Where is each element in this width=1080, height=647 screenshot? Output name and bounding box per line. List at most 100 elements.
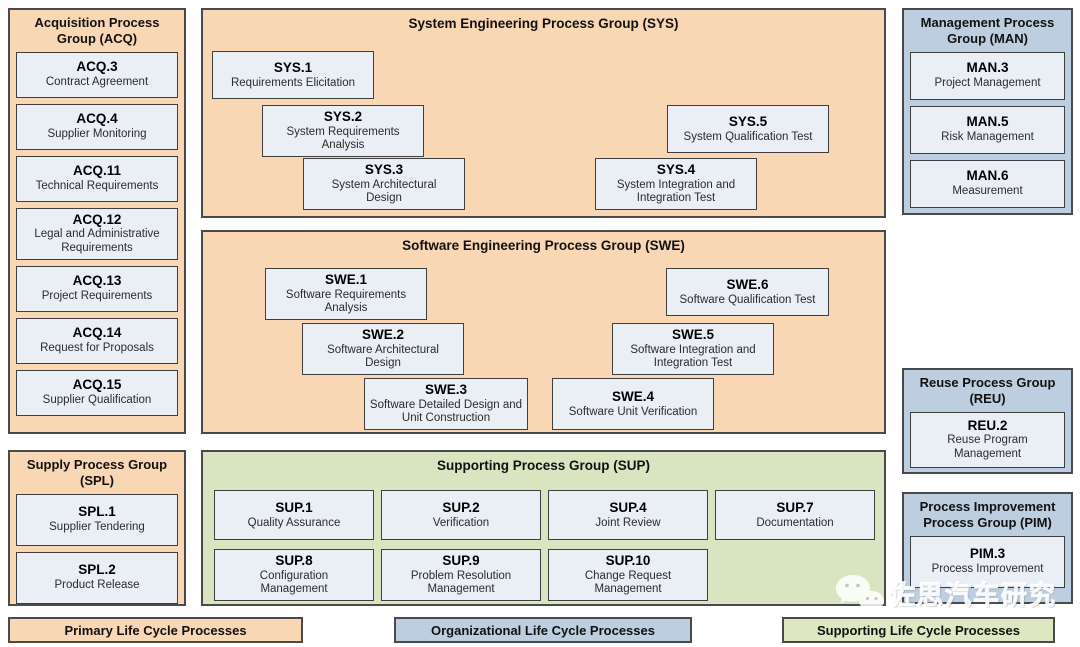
process-label: Software Detailed Design and Unit Constr…	[369, 398, 523, 425]
process-label: Requirements Elicitation	[230, 76, 355, 89]
process-code: MAN.3	[966, 60, 1009, 76]
process-box-acq13: ACQ.13 Project Requirements	[16, 265, 178, 312]
process-label: Software Integration and Integration Tes…	[630, 343, 756, 370]
process-code: SUP.7	[776, 499, 814, 515]
process-code: SPL.2	[78, 562, 116, 578]
group-title-swe: Software Engineering Process Group (SWE)	[402, 238, 685, 253]
process-box-acq12: ACQ.12 Legal and Administrative Requirem…	[16, 207, 178, 260]
process-box-swe5: SWE.5 Software Integration and Integrati…	[612, 323, 774, 375]
process-label: Software Qualification Test	[679, 293, 816, 306]
process-label: Product Release	[54, 579, 140, 592]
process-code: SUP.1	[275, 499, 313, 515]
process-code: REU.2	[967, 417, 1008, 433]
process-label: Documentation	[756, 516, 834, 529]
process-label: System Integration and Integration Test	[616, 178, 736, 205]
process-box-sup2: SUP.2 Verification	[381, 490, 541, 540]
process-box-acq3: ACQ.3 Contract Agreement	[16, 51, 178, 98]
process-box-man5: MAN.5 Risk Management	[910, 105, 1065, 154]
process-box-spl2: SPL.2 Product Release	[16, 551, 178, 604]
process-label: System Architectural Design	[331, 178, 437, 205]
panel-supporting-group: Supporting Process Group (SUP) SUP.1 Qua…	[201, 450, 886, 606]
process-code: SWE.4	[611, 388, 654, 404]
process-box-sys3: SYS.3 System Architectural Design	[303, 158, 465, 210]
process-box-acq14: ACQ.14 Request for Proposals	[16, 317, 178, 364]
process-label: System Qualification Test	[683, 130, 813, 143]
process-label: Technical Requirements	[35, 180, 159, 193]
process-label: Verification	[432, 516, 490, 529]
process-box-man3: MAN.3 Project Management	[910, 51, 1065, 100]
legend-supporting-life-cycle: Supporting Life Cycle Processes	[782, 617, 1055, 643]
process-code: SWE.1	[324, 272, 367, 287]
process-code: SYS.1	[273, 59, 313, 75]
process-label: Legal and Administrative Requirements	[34, 228, 160, 254]
spl-box-stack: SPL.1 Supplier Tendering SPL.2 Product R…	[10, 492, 184, 610]
process-box-swe3: SWE.3 Software Detailed Design and Unit …	[364, 378, 528, 430]
group-title-reu: Reuse Process Group (REU)	[919, 375, 1056, 407]
legend-label: Organizational Life Cycle Processes	[431, 622, 655, 638]
process-label: Software Architectural Design	[327, 343, 439, 370]
process-box-swe2: SWE.2 Software Architectural Design	[302, 323, 464, 375]
process-code: SWE.6	[726, 276, 769, 292]
group-title-man: Management Process Group (MAN)	[920, 15, 1055, 47]
process-label: Configuration Management	[259, 569, 329, 596]
process-code: ACQ.14	[72, 325, 122, 341]
process-box-sys2: SYS.2 System Requirements Analysis	[262, 105, 424, 157]
process-box-swe4: SWE.4 Software Unit Verification	[552, 378, 714, 430]
legend-organizational-life-cycle: Organizational Life Cycle Processes	[394, 617, 692, 643]
panel-management-group: Management Process Group (MAN) MAN.3 Pro…	[902, 8, 1073, 215]
panel-supply-group: Supply Process Group (SPL) SPL.1 Supplie…	[8, 450, 186, 606]
process-label: Joint Review	[595, 516, 661, 529]
process-box-pim3: PIM.3 Process Improvement	[910, 535, 1065, 588]
group-title-sup: Supporting Process Group (SUP)	[436, 458, 650, 473]
panel-process-improvement-group: Process Improvement Process Group (PIM) …	[902, 492, 1073, 604]
process-label: System Requirements Analysis	[286, 125, 400, 152]
process-code: SYS.5	[728, 113, 768, 129]
panel-acquisition-group: Acquisition Process Group (ACQ) ACQ.3 Co…	[8, 8, 186, 434]
process-code: SUP.4	[609, 499, 647, 515]
process-code: SUP.9	[442, 553, 480, 568]
man-box-stack: MAN.3 Project Management MAN.5 Risk Mana…	[904, 50, 1071, 214]
process-label: Process Improvement	[931, 563, 1044, 576]
process-code: SWE.5	[671, 327, 714, 342]
process-code: SPL.1	[78, 504, 116, 520]
process-box-sup8: SUP.8 Configuration Management	[214, 549, 374, 601]
process-box-sup9: SUP.9 Problem Resolution Management	[381, 549, 541, 601]
process-code: SUP.8	[275, 553, 313, 568]
process-box-sys5: SYS.5 System Qualification Test	[667, 105, 829, 153]
process-box-sup1: SUP.1 Quality Assurance	[214, 490, 374, 540]
process-code: SYS.4	[656, 162, 696, 177]
process-code: SYS.3	[364, 162, 404, 177]
process-label: Software Requirements Analysis	[285, 288, 407, 315]
process-label: Software Unit Verification	[568, 405, 698, 418]
process-box-man6: MAN.6 Measurement	[910, 159, 1065, 208]
process-label: Request for Proposals	[40, 342, 154, 355]
process-label: Project Requirements	[41, 290, 153, 303]
process-label: Problem Resolution Management	[410, 569, 512, 596]
process-box-acq11: ACQ.11 Technical Requirements	[16, 155, 178, 202]
process-box-acq4: ACQ.4 Supplier Monitoring	[16, 103, 178, 150]
reu-box-stack: REU.2 Reuse Program Management	[904, 410, 1071, 474]
process-box-sup4: SUP.4 Joint Review	[548, 490, 708, 540]
process-code: MAN.5	[966, 114, 1009, 130]
process-label: Risk Management	[941, 131, 1034, 144]
process-label: Measurement	[952, 185, 1023, 198]
process-code: ACQ.11	[72, 163, 122, 179]
process-code: ACQ.12	[72, 211, 122, 227]
process-code: SUP.10	[605, 553, 651, 568]
process-code: SUP.2	[442, 499, 480, 515]
process-code: SWE.3	[424, 382, 467, 397]
group-title-pim: Process Improvement Process Group (PIM)	[919, 499, 1056, 531]
acq-box-stack: ACQ.3 Contract Agreement ACQ.4 Supplier …	[10, 50, 184, 422]
process-code: ACQ.13	[72, 273, 122, 289]
process-box-swe1: SWE.1 Software Requirements Analysis	[265, 268, 427, 320]
panel-system-engineering-group: System Engineering Process Group (SYS) S…	[201, 8, 886, 218]
process-code: ACQ.15	[72, 377, 122, 393]
process-label: Quality Assurance	[247, 516, 341, 529]
panel-software-engineering-group: Software Engineering Process Group (SWE)…	[201, 230, 886, 434]
process-code: ACQ.4	[76, 111, 118, 127]
process-box-sup10: SUP.10 Change Request Management	[548, 549, 708, 601]
process-label: Supplier Tendering	[49, 521, 145, 534]
process-label: Reuse Program Management	[947, 434, 1028, 460]
legend-label: Primary Life Cycle Processes	[64, 622, 247, 638]
